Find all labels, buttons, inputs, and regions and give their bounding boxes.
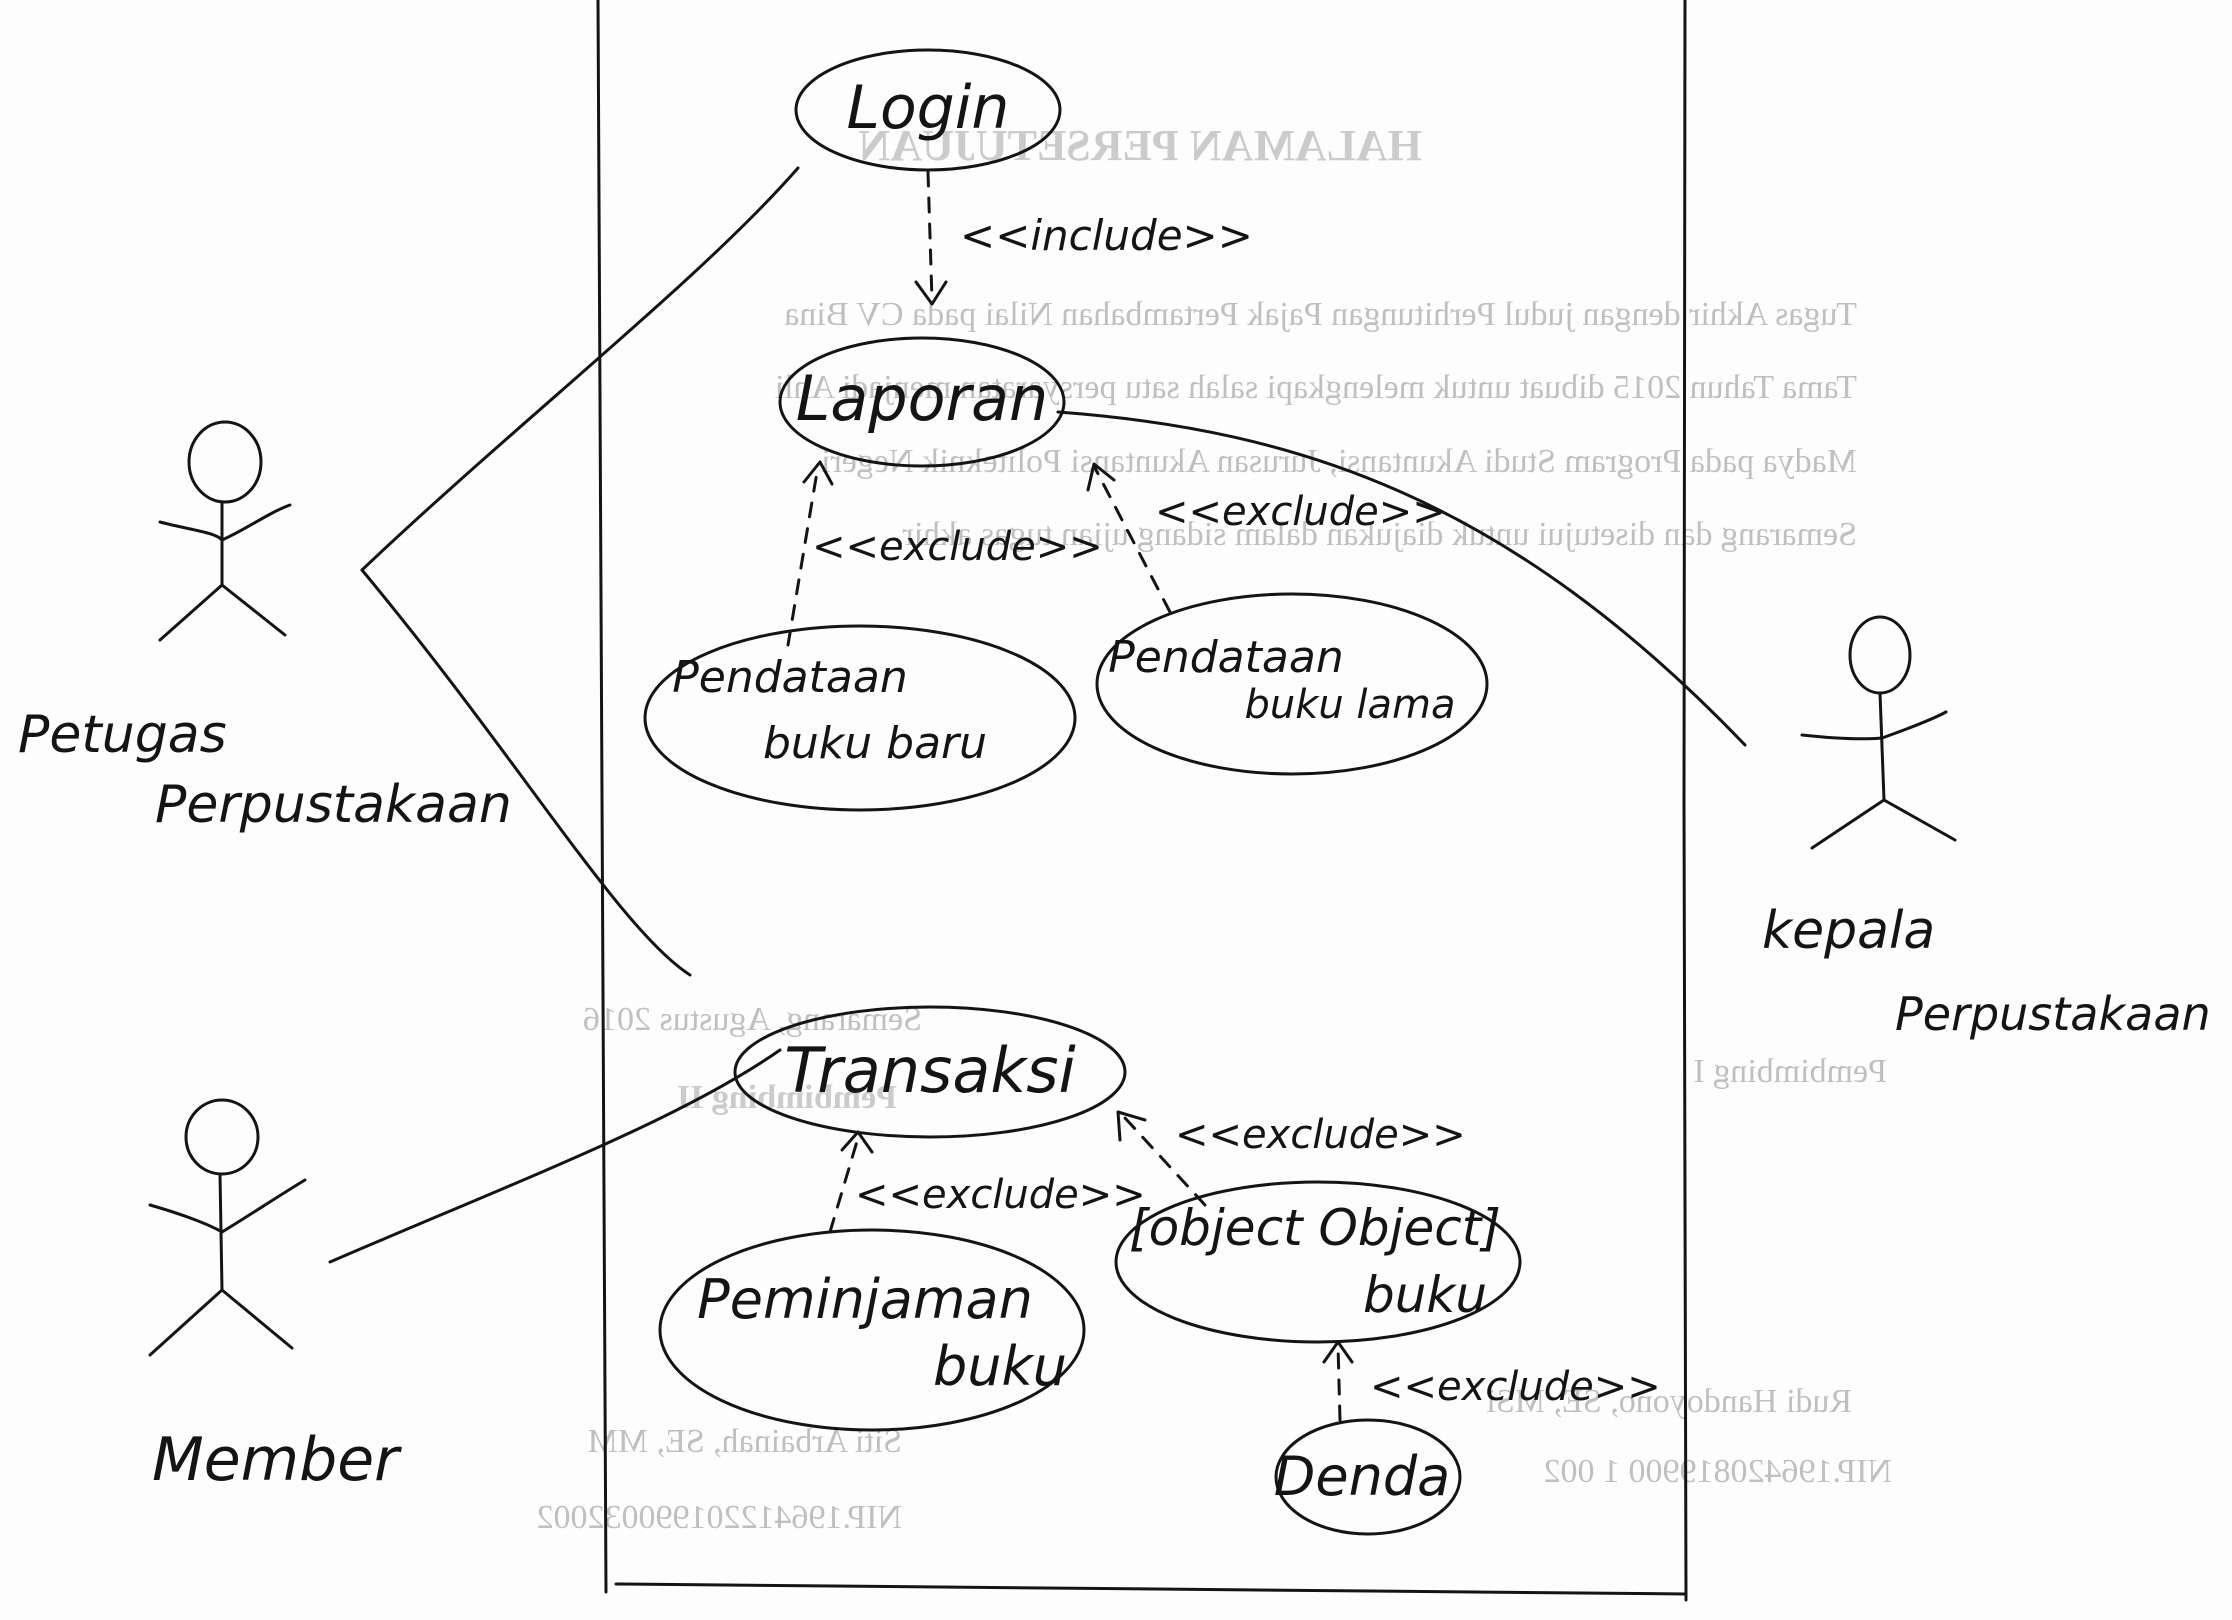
actor-label-kepala-2: Perpustakaan bbox=[1895, 987, 2211, 1041]
relation-label-exclude-peminjaman: <<exclude>> bbox=[855, 1172, 1146, 1218]
use-case-label-peminjaman: Peminjaman bbox=[697, 1268, 1033, 1331]
use-case-label-pendataan-lama: Pendataan bbox=[1108, 632, 1343, 683]
arrowhead-icon bbox=[1086, 462, 1116, 492]
assoc-petugas-login bbox=[360, 166, 800, 572]
relation-exclude-denda: <<exclude>> bbox=[1322, 1340, 1661, 1422]
stick-figure-icon bbox=[148, 1098, 307, 1357]
actor-petugas: Petugas Perpustakaan bbox=[18, 420, 512, 835]
relation-label-include: <<include>> bbox=[960, 211, 1253, 260]
use-case-laporan: Laporan bbox=[778, 336, 1066, 468]
arrowhead-icon bbox=[802, 460, 834, 486]
arrowhead-icon bbox=[914, 280, 948, 306]
relation-exclude-peminjaman: <<exclude>> bbox=[828, 1130, 1146, 1234]
relation-exclude-lama: <<exclude>> bbox=[1086, 462, 1446, 614]
use-case-label-pendataan-baru: Pendataan bbox=[672, 652, 907, 703]
use-case-transaksi: Transaksi bbox=[733, 1005, 1127, 1139]
system-boundary bbox=[596, 0, 1688, 1602]
use-case-pengembalian: [object Object] buku bbox=[1114, 1180, 1522, 1344]
use-case-label-pengembalian-2: buku bbox=[1363, 1266, 1487, 1324]
actor-label-petugas: Petugas bbox=[18, 705, 227, 765]
bleed-nip-1: NIP.196420819900 1 002 bbox=[1543, 1453, 1892, 1490]
use-case-label-pendataan-baru-2: buku baru bbox=[763, 718, 987, 769]
use-case-label-pendataan-lama-2: buku lama bbox=[1244, 682, 1455, 728]
stick-figure-icon bbox=[158, 420, 292, 642]
bleed-para-line: Semarang dan disetujui untuk diajukan da… bbox=[896, 516, 1857, 553]
bleed-pembimbing-1: Pembimbing I bbox=[1693, 1053, 1887, 1090]
relation-label-exclude-lama: <<exclude>> bbox=[1155, 489, 1446, 535]
arrowhead-icon bbox=[1322, 1340, 1354, 1364]
relation-include: <<include>> bbox=[914, 170, 1253, 306]
stick-figure-icon bbox=[1800, 615, 1957, 850]
use-case-pendataan-lama: Pendataan buku lama bbox=[1095, 592, 1489, 776]
actor-label-member: Member bbox=[152, 1425, 402, 1495]
bleed-date: Semarang, Agustus 2016 bbox=[583, 1001, 922, 1038]
use-case-login: Login bbox=[794, 48, 1062, 172]
use-case-denda: Denda bbox=[1274, 1418, 1462, 1536]
arrowhead-icon bbox=[1116, 1110, 1147, 1142]
actor-label-petugas-2: Perpustakaan bbox=[155, 775, 512, 835]
relation-label-exclude-baru: <<exclude>> bbox=[812, 524, 1103, 570]
use-case-pendataan-baru: Pendataan buku baru bbox=[643, 624, 1077, 812]
bleed-heading: HALAMAN PERSETUJUAN bbox=[858, 121, 1422, 170]
use-case-label-login: Login bbox=[847, 73, 1010, 143]
bleed-para-line: Tama Tahun 2015 dibuat untuk melengkapi … bbox=[775, 369, 1857, 406]
actor-member: Member bbox=[148, 1098, 402, 1495]
arrowhead-icon bbox=[840, 1130, 874, 1154]
use-case-label-peminjaman-2: buku bbox=[933, 1335, 1067, 1398]
use-case-label-denda: Denda bbox=[1274, 1445, 1450, 1508]
relation-label-exclude-denda: <<exclude>> bbox=[1370, 1364, 1661, 1410]
bleed-name-1: Rudi Handoyono, SE, MSi bbox=[1486, 1383, 1852, 1420]
use-case-peminjaman: Peminjaman buku bbox=[658, 1228, 1086, 1432]
relation-exclude-pengembalian: <<exclude>> bbox=[1116, 1110, 1466, 1207]
assoc-petugas-transaksi bbox=[360, 568, 692, 977]
assoc-kepala-laporan bbox=[1056, 410, 1747, 747]
use-case-label-laporan: Laporan bbox=[796, 362, 1049, 435]
bleed-nip-2: NIP.196412201990032002 bbox=[536, 1499, 902, 1536]
use-case-label-pengembalian: [object Object] bbox=[1129, 1199, 1501, 1257]
relation-exclude-baru: <<exclude>> bbox=[786, 460, 1103, 647]
actor-kepala: kepala Perpustakaan bbox=[1762, 615, 2211, 1041]
bleed-para-line: Tugas Akhir dengan judul Perhitungan Paj… bbox=[784, 296, 1857, 333]
bleed-pembimbing-2: Pembimbing II bbox=[677, 1079, 897, 1116]
relation-label-exclude-pengembalian: <<exclude>> bbox=[1175, 1112, 1466, 1158]
use-case-label-transaksi: Transaksi bbox=[784, 1034, 1076, 1107]
actor-label-kepala: kepala bbox=[1762, 901, 1935, 961]
